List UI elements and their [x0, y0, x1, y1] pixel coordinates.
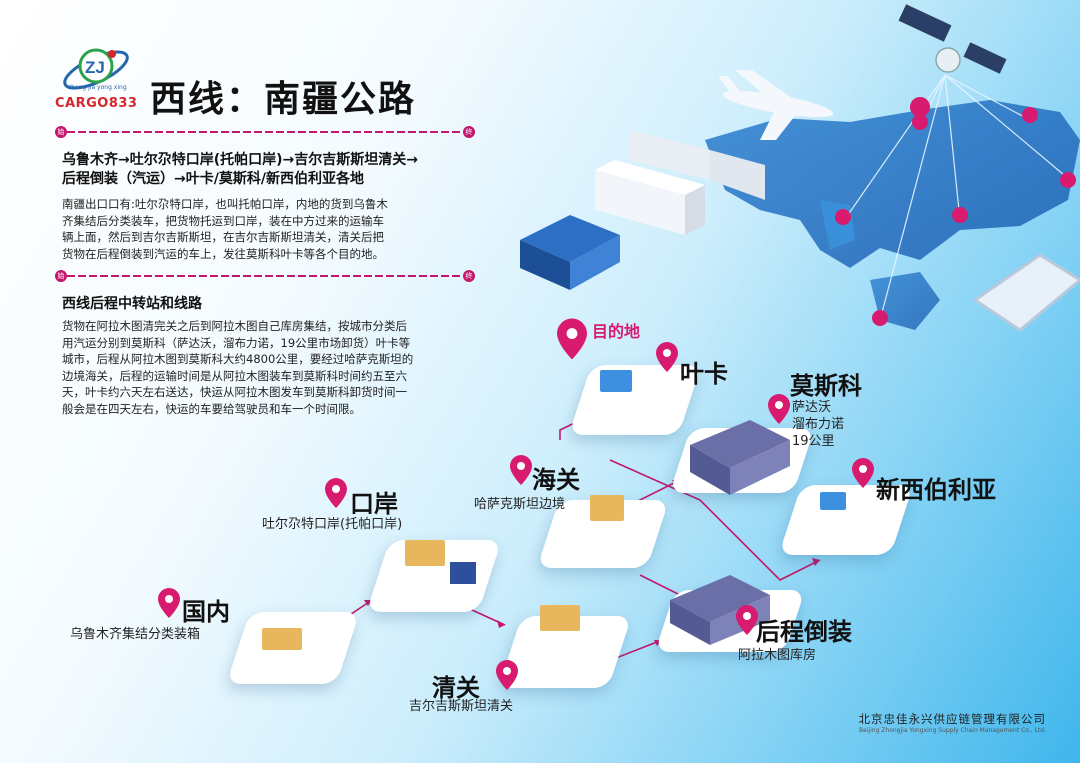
detail-line: 城市，后程从阿拉木图到莫斯科大约4800公里，要经过哈萨克斯坦的 [62, 352, 414, 366]
warehouse-icon [520, 215, 620, 290]
page-title: 西线：南疆公路 [150, 79, 417, 120]
node-transship-sub: 阿拉木图库房 [738, 648, 817, 663]
truck-icon [595, 130, 765, 235]
warehouse-building-moscow [690, 420, 790, 495]
moscow-sub-line: 19公里 [792, 434, 835, 449]
detail-line: 般会是在四天左右，快运的车要给驾驶员和车一个时间限。 [62, 401, 361, 416]
truck-cab-icon [450, 562, 476, 584]
node-port-sub: 吐尔尕特口岸(托帕口岸) [262, 517, 403, 532]
intro-line: 南疆出口口有:吐尔尕特口岸，也叫托帕口岸，内地的货到乌鲁木 [62, 197, 388, 211]
location-pin-icon [852, 458, 874, 488]
route-line-2: 后程倒装（汽运）→叶卡/莫斯科/新西伯利亚各地 [62, 171, 364, 187]
cargo-boxes [262, 495, 624, 650]
route-line-1: 乌鲁木齐→吐尔尕特口岸(托帕口岸)→吉尔吉斯斯坦清关→ [62, 152, 418, 168]
location-pin-icon [656, 342, 678, 372]
intro-paragraph: 南疆出口口有:吐尔尕特口岸，也叫托帕口岸，内地的货到乌鲁木 齐集结后分类装车，把… [62, 196, 492, 262]
node-moscow-sub: 萨达沃 溜布力诺 19公里 [792, 399, 844, 450]
company-name-cn: 北京忠佳永兴供应链管理有限公司 [858, 712, 1046, 726]
destination-pin-icon [557, 318, 587, 360]
connector-to-novosibirsk [609, 459, 821, 581]
airplane-icon [718, 70, 834, 140]
location-pin-icon [158, 588, 180, 618]
logo-brand-text: CARGO833 [55, 96, 138, 111]
location-pin-icon [496, 660, 518, 690]
moscow-sub-line: 萨达沃 [792, 400, 832, 415]
location-pin-icon [768, 394, 790, 424]
detail-line: 天，叶卡约六天左右送达，快运从阿拉木图发车到莫斯科卸货时间一 [62, 385, 407, 399]
bar-start-dot: 始 [55, 270, 67, 282]
detail-paragraph: 货物在阿拉木图清完关之后到阿拉木图自己库房集结，按城市分类后 用汽运分别到莫斯科… [62, 318, 492, 417]
bar-start-dot: 始 [55, 126, 67, 138]
node-customs-sub: 哈萨克斯坦边境 [474, 497, 566, 512]
intro-line: 齐集结后分类装车，把货物托运到口岸，装在中方过来的运输车 [62, 213, 384, 228]
bar-end-dot: 终 [463, 270, 475, 282]
logo-pinyin: zhong jia yong xing [68, 84, 127, 91]
smartphone-icon [972, 253, 1080, 332]
node-clearance-label: 清关 [432, 674, 480, 702]
node-yeka-label: 叶卡 [680, 360, 728, 388]
node-domestic-label: 国内 [182, 598, 230, 626]
intro-line: 货物在后程倒装到汽运的车上，发往莫斯科叶卡等各个目的地。 [62, 246, 384, 261]
company-logo: ZJ [63, 48, 129, 90]
location-pin-icon [325, 478, 347, 508]
svg-text:ZJ: ZJ [85, 58, 105, 77]
office-screens [600, 370, 846, 510]
company-name-en: Beijing Zhongjia Yongxing Supply Chain M… [858, 727, 1046, 734]
node-transship-label: 后程倒装 [756, 618, 852, 646]
node-domestic-sub: 乌鲁木齐集结分类装箱 [70, 627, 201, 642]
node-clearance-sub: 吉尔吉斯斯坦清关 [409, 699, 514, 714]
world-map-illustration [520, 4, 1080, 332]
moscow-sub-line: 溜布力诺 [792, 417, 845, 432]
detail-line: 用汽运分别到莫斯科（萨达沃，溜布力诺，19公里市场卸货）叶卡等 [62, 335, 411, 350]
node-customs-label: 海关 [532, 466, 580, 494]
detail-line: 边境海关，后程的运输时间是从阿拉木图装车到莫斯科时间约五至六 [62, 368, 407, 383]
location-pin-icon [510, 455, 532, 485]
satellite-icon [898, 4, 1007, 74]
intro-line: 辆上面，然后到吉尔吉斯斯坦，在吉尔吉斯斯坦清关，清关后把 [62, 230, 384, 244]
node-port-label: 口岸 [350, 490, 398, 518]
bar-end-dot: 终 [463, 126, 475, 138]
route-bar-1: 始 终 [55, 126, 475, 138]
detail-line: 货物在阿拉木图清完关之后到阿拉木图自己库房集结，按城市分类后 [62, 319, 407, 333]
location-pin-icon [736, 605, 758, 635]
section2-title: 西线后程中转站和线路 [62, 296, 202, 312]
route-bar-2: 始 终 [55, 270, 475, 282]
node-destination-label: 目的地 [592, 322, 641, 341]
node-moscow-label: 莫斯科 [790, 372, 862, 400]
node-novosibirsk-label: 新西伯利亚 [876, 476, 996, 504]
